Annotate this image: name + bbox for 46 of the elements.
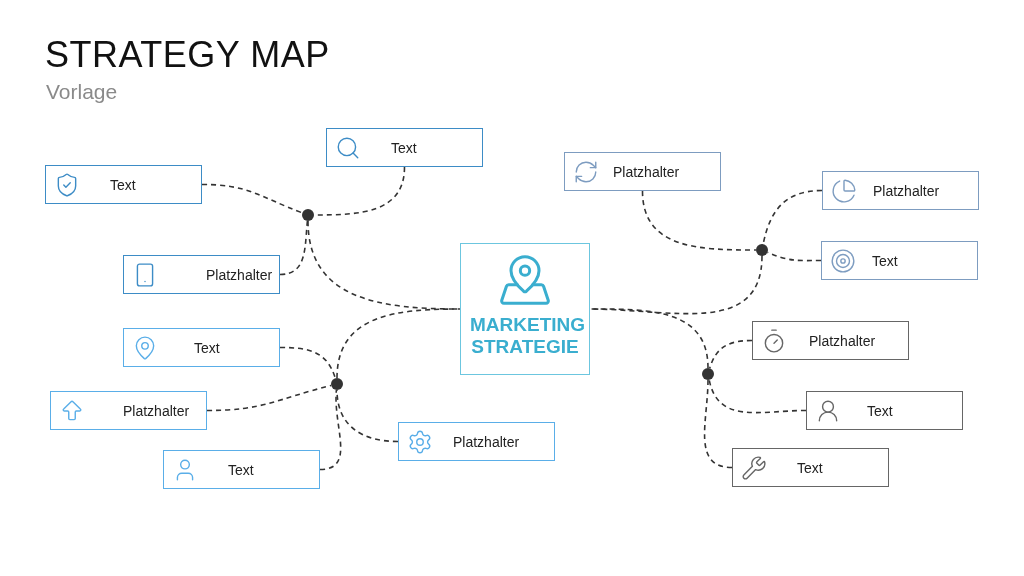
text-box <box>50 391 207 430</box>
dashed-connector <box>319 389 342 471</box>
dashed-connector <box>703 379 733 469</box>
text-box <box>564 152 721 191</box>
dashed-connector <box>201 183 304 214</box>
box-label: Text <box>194 339 220 356</box>
text-box <box>806 391 963 430</box>
box-label: Platzhalter <box>206 266 273 283</box>
junction-dot <box>702 368 714 380</box>
box-label: Platzhalter <box>613 163 680 180</box>
text-box <box>123 255 280 294</box>
box-label: Text <box>872 252 898 269</box>
text-box <box>398 422 555 461</box>
junction-dot <box>302 209 314 221</box>
box-label: Text <box>228 461 254 478</box>
dashed-connector <box>708 339 753 370</box>
text-box <box>732 448 889 487</box>
title: STRATEGY MAP <box>45 34 330 76</box>
dashed-connector <box>336 389 399 443</box>
subtitle: Vorlage <box>46 80 118 104</box>
dashed-connector <box>279 220 309 276</box>
box-label: Text <box>110 176 136 193</box>
text-box <box>45 165 202 204</box>
dashed-connector <box>307 220 461 310</box>
dashed-connector <box>641 190 757 251</box>
text-box <box>163 450 320 489</box>
dashed-connector <box>708 379 807 414</box>
text-box <box>123 328 280 367</box>
box-label: Text <box>867 402 893 419</box>
box-label: Text <box>797 459 823 476</box>
text-box <box>822 171 979 210</box>
text-box <box>821 241 978 280</box>
junction-dot <box>331 378 343 390</box>
text-box <box>326 128 483 167</box>
box-label: Platzhalter <box>873 182 940 199</box>
dashed-connector <box>279 346 337 380</box>
box-label: Text <box>391 139 417 156</box>
center-box <box>460 243 590 375</box>
box-label: Platzhalter <box>453 433 520 450</box>
box-label: Platzhalter <box>809 332 876 349</box>
dashed-connector <box>589 308 709 369</box>
dashed-connector <box>762 189 823 245</box>
junction-dot <box>756 244 768 256</box>
text-box <box>752 321 909 360</box>
dashed-connector <box>206 384 332 412</box>
box-label: Platzhalter <box>123 402 190 419</box>
